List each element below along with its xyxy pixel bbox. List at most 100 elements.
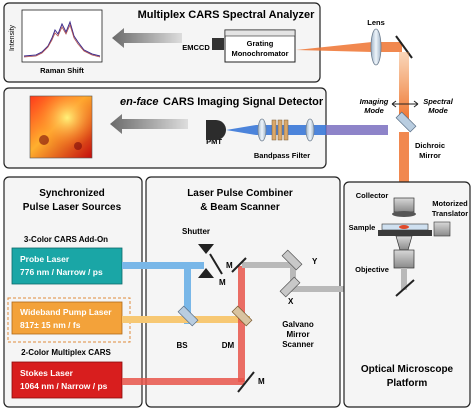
pump-laser-spec: 817± 15 nm / fs <box>20 320 81 330</box>
three-color-addon-label: 3-Color CARS Add-On <box>24 235 108 244</box>
dichroic-mirror <box>395 111 417 133</box>
microscope-beam-up <box>401 268 407 290</box>
stokes-laser-name: Stokes Laser <box>20 368 74 378</box>
sample-focus <box>399 225 409 229</box>
mode-switch-arrow[interactable] <box>391 100 419 108</box>
pmt-label: PMT <box>206 137 222 146</box>
galvo-label-1: Galvano <box>282 320 314 329</box>
spectral-mode-label-1: Spectral <box>423 97 454 106</box>
grating-label: Grating <box>247 39 274 48</box>
probe-laser-name: Probe Laser <box>20 254 70 264</box>
lens-label: Lens <box>367 18 385 27</box>
bandpass-filter-label: Bandpass Filter <box>254 151 310 160</box>
spectral-beam-to-mirror <box>372 42 402 52</box>
collector-label: Collector <box>356 191 389 200</box>
collector-tip <box>392 211 416 217</box>
mirror-top <box>209 253 223 275</box>
spectrum-y-label: Intensity <box>9 24 16 51</box>
combiner-title-1: Laser Pulse Combiner <box>187 188 293 199</box>
cars-signal-beam-straight <box>256 125 326 135</box>
galvo-label-2: Mirror <box>286 330 309 339</box>
mirror-top-label: M <box>219 278 226 287</box>
galvo-mirror-y <box>281 249 303 271</box>
platform-title-1: Optical Microscope <box>361 364 454 375</box>
spectrum-curve-secondary <box>23 23 101 58</box>
objective-label: Objective <box>355 265 389 274</box>
dichroic-label-2: Mirror <box>419 151 441 160</box>
spectral-beam-horizontal <box>296 42 372 52</box>
galvo-y-label: Y <box>312 257 318 266</box>
combined-beam-1 <box>242 262 294 268</box>
objective-body <box>393 249 415 269</box>
galvo-mirror-x <box>279 276 301 298</box>
bandpass-filter-2 <box>277 119 283 141</box>
platform-title-2: Platform <box>387 378 428 389</box>
spectrum-curve <box>23 20 101 57</box>
mirror-mid-label: M <box>226 261 233 270</box>
shutter-icon[interactable] <box>198 244 214 278</box>
spectral-analyzer-title: Multiplex CARS Spectral Analyzer <box>138 9 316 21</box>
sources-title-1: Synchronized <box>39 188 105 199</box>
galvo-x-label: X <box>288 297 294 306</box>
probe-beam-down <box>184 262 191 324</box>
vertical-signal-beam <box>399 52 409 120</box>
mirror-bottom <box>237 371 255 393</box>
imaging-output-arrow <box>110 114 188 134</box>
lens <box>370 28 382 66</box>
mirror-bottom-label: M <box>258 377 265 386</box>
imaging-lens-2 <box>305 118 315 142</box>
two-color-multiplex-label: 2-Color Multiplex CARS <box>21 348 111 357</box>
pmt-detector <box>206 120 226 140</box>
imaging-mode-label-1: Imaging <box>360 97 389 106</box>
emccd-camera <box>212 38 224 50</box>
combiner-title-2: & Beam Scanner <box>200 202 280 213</box>
imaging-title-italic: en-face <box>120 96 159 108</box>
shutter-label: Shutter <box>182 227 210 236</box>
monochromator-label: Monochromator <box>231 49 288 58</box>
motorized-stage <box>378 230 432 236</box>
probe-beam-horizontal <box>122 262 204 269</box>
emccd-label: EMCCD <box>182 43 210 52</box>
dichroic-combiner <box>231 305 253 327</box>
combined-beam-2 <box>290 262 296 292</box>
stokes-laser-spec: 1064 nm / Narrow / ps <box>20 381 108 391</box>
laser-sources-panel <box>3 176 143 408</box>
vertical-beam-lower <box>399 132 409 188</box>
imaging-title: CARS Imaging Signal Detector <box>163 96 324 108</box>
microscope-turning-mirror <box>395 279 415 297</box>
bs-label: BS <box>176 341 188 350</box>
spectral-output-arrow <box>112 28 182 48</box>
dm-label: DM <box>222 341 235 350</box>
multiplex-group-outline <box>7 297 131 343</box>
spectral-mode-label-2: Mode <box>428 106 448 115</box>
translator-motor <box>433 221 451 237</box>
sample-label: Sample <box>349 223 376 232</box>
dichroic-label-1: Dichroic <box>415 141 445 150</box>
image-speckle <box>74 142 82 150</box>
galvo-label-3: Scanner <box>282 340 314 349</box>
stokes-laser-box <box>11 361 123 399</box>
spectrum-x-label: Raman Shift <box>40 66 84 75</box>
bandpass-filter-3 <box>283 119 289 141</box>
microscope-panel <box>343 181 471 408</box>
motorized-label-2: Translator <box>432 209 468 218</box>
stokes-beam-up <box>238 266 245 382</box>
imaging-mode-label-2: Mode <box>364 106 384 115</box>
monochromator-top <box>224 29 296 37</box>
probe-laser-spec: 776 nm / Narrow / ps <box>20 267 103 277</box>
stokes-beam-horizontal <box>122 378 244 385</box>
sources-title-2: Pulse Laser Sources <box>23 202 122 213</box>
image-speckle <box>39 135 49 145</box>
collector-lens <box>393 197 415 213</box>
wideband-pump-laser-box <box>11 301 123 335</box>
cars-signal-beam <box>226 125 256 135</box>
cars-signal-beam-to-dichroic <box>326 125 388 135</box>
imaging-lens <box>257 118 267 142</box>
beam-splitter <box>177 305 199 327</box>
bandpass-filter-1 <box>271 119 277 141</box>
pump-laser-name: Wideband Pump Laser <box>20 307 112 317</box>
fold-mirror-top <box>395 35 413 59</box>
en-face-image-hotspot <box>30 96 92 158</box>
